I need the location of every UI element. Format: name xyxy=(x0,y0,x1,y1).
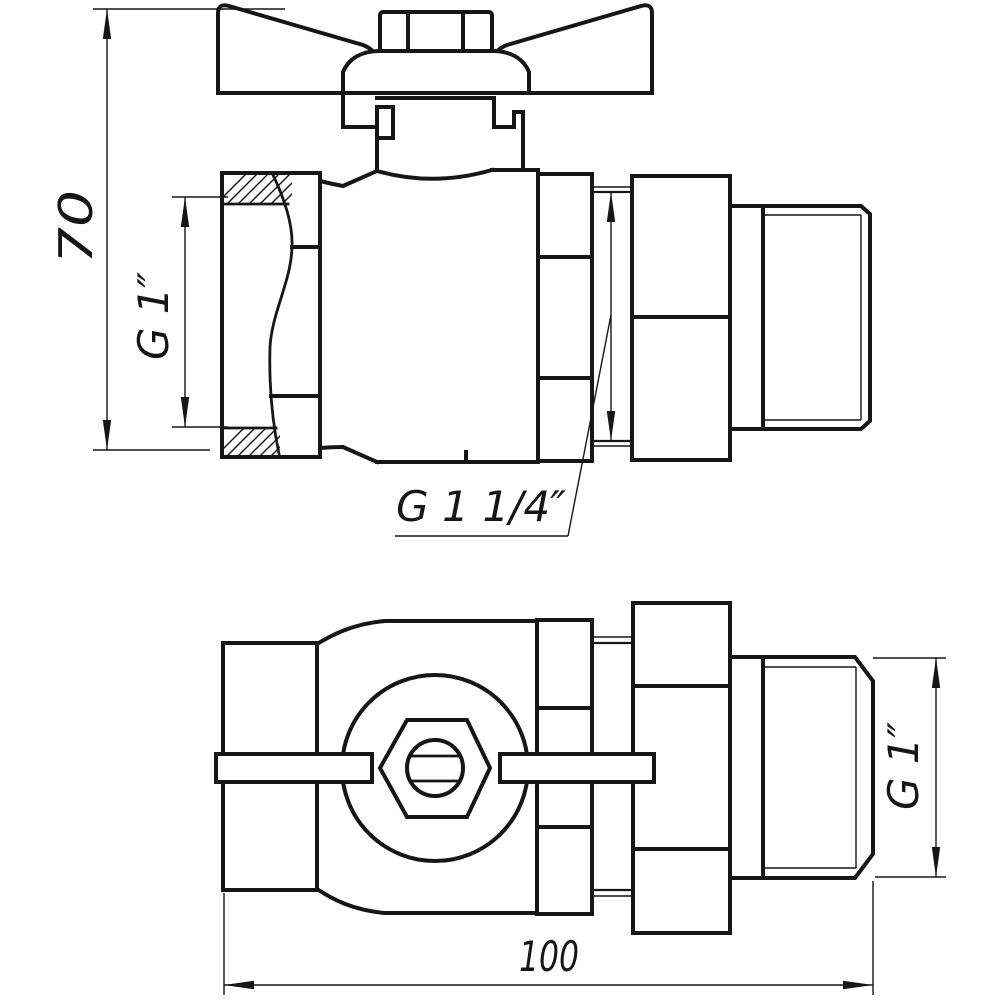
body-flange xyxy=(536,172,594,463)
stem-gland xyxy=(341,91,540,176)
handle-top-nut xyxy=(378,10,494,53)
tailpiece-thread-lines-plan xyxy=(592,636,633,897)
stem-inner-circle xyxy=(405,738,465,798)
dim-male-thread-g1: G 1″ xyxy=(873,657,946,878)
dim-g1-male-label: G 1″ xyxy=(879,722,928,810)
dim-g114-label: G 1 1/4″ xyxy=(396,482,566,531)
front-view: 70 G 1″ G 1 1/4″ xyxy=(49,3,872,537)
dim-height-70: 70 xyxy=(49,8,285,451)
dim-length-100: 100 xyxy=(223,881,874,995)
male-thread-plan xyxy=(728,655,875,880)
gland-tab xyxy=(375,105,395,140)
dim-union-thread-g114: G 1 1/4″ xyxy=(395,192,616,537)
handle-bar-right xyxy=(498,752,656,784)
dim-100-label: 100 xyxy=(519,932,579,981)
dim-g1-female-label: G 1″ xyxy=(129,272,178,360)
handle-bar-left xyxy=(214,752,374,784)
handle-dome xyxy=(341,49,531,95)
plan-view: G 1″ 100 xyxy=(214,601,946,995)
tailpiece-thread-lines xyxy=(592,186,632,447)
valve-body xyxy=(318,167,540,465)
female-end-cap xyxy=(220,171,322,459)
male-thread xyxy=(728,204,872,431)
section-hatch-top xyxy=(220,173,292,206)
thread-break-wavy-line xyxy=(268,173,294,456)
dim-female-thread-g1: G 1″ xyxy=(129,196,228,428)
dim-70-label: 70 xyxy=(49,190,103,264)
